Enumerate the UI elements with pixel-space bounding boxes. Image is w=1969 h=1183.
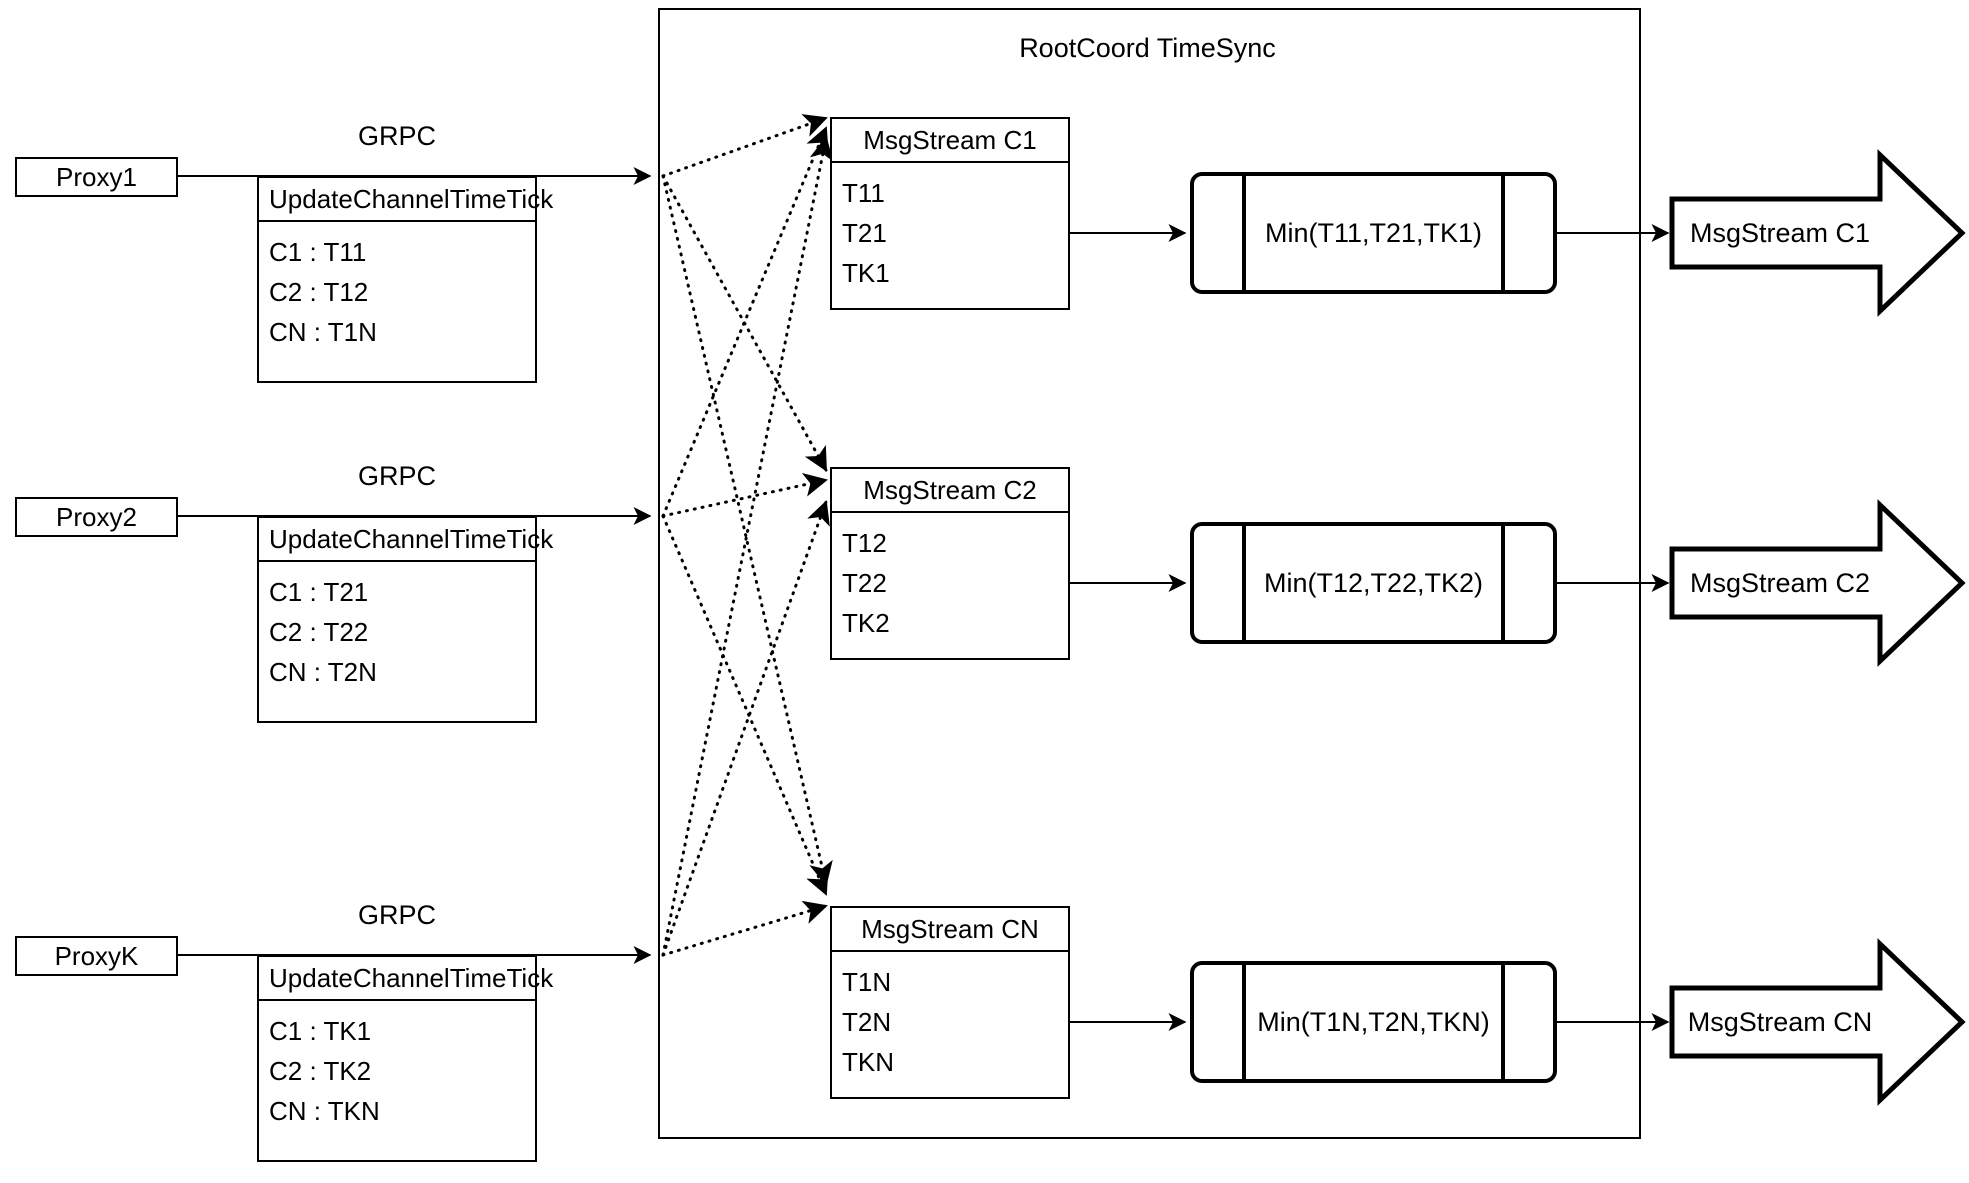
min-process-cn: Min(T1N,T2N,TKN) [1190, 961, 1557, 1083]
update-channel-timetick-rows-1: C1 : T11 C2 : T12 CN : T1N [259, 222, 535, 381]
proxy-box-2[interactable]: Proxy2 [15, 497, 178, 537]
proxy-label: ProxyK [54, 941, 139, 971]
process-right-bar [1501, 965, 1505, 1079]
grpc-label-1: GRPC [357, 120, 436, 151]
msgstream-header-c2: MsgStream C2 [832, 469, 1068, 513]
block-arrow-output-c2 [1669, 499, 1966, 667]
update-channel-timetick-header-2: UpdateChannelTimeTick [259, 518, 553, 562]
msgstream-row: T11 [842, 178, 885, 208]
update-channel-timetick-header-k: UpdateChannelTimeTick [259, 957, 553, 1001]
edge-p2-to-stream-c1 [661, 126, 829, 518]
proxy-label: Proxy1 [56, 162, 137, 192]
edge-p2-to-stream-cn [661, 514, 829, 896]
min-process-label-cn: Min(T1N,T2N,TKN) [1257, 1006, 1490, 1037]
process-right-bar [1501, 176, 1505, 290]
update-channel-timetick-rows-k: C1 : TK1 C2 : TK2 CN : TKN [259, 1001, 535, 1160]
msgstream-box-cn: MsgStream CN T1N T2N TKN [830, 906, 1070, 1099]
block-arrow-output-c1 [1669, 149, 1966, 317]
msgstream-row: TKN [842, 1047, 894, 1077]
timetick-row: CN : T1N [269, 317, 377, 347]
msgstream-box-c2: MsgStream C2 T12 T22 TK2 [830, 467, 1070, 660]
min-process-label-c2: Min(T12,T22,TK2) [1263, 567, 1484, 598]
update-channel-timetick-box-k: UpdateChannelTimeTick C1 : TK1 C2 : TK2 … [257, 955, 553, 1162]
min-process-label-c1: Min(T11,T21,TK1) [1264, 217, 1483, 248]
process-right-bar [1501, 526, 1505, 640]
edge-p1-to-stream-cn [661, 174, 833, 886]
msgstream-row: TK2 [842, 608, 890, 638]
update-channel-timetick-box-1: UpdateChannelTimeTick C1 : T11 C2 : T12 … [257, 176, 553, 383]
min-process-c2: Min(T12,T22,TK2) [1190, 522, 1557, 644]
process-left-bar [1242, 526, 1246, 640]
update-channel-timetick-box-2: UpdateChannelTimeTick C1 : T21 C2 : T22 … [257, 516, 553, 723]
block-arrow-output-cn [1669, 938, 1966, 1106]
timetick-row: C2 : T12 [269, 277, 369, 307]
timetick-row: C1 : TK1 [269, 1016, 372, 1046]
msgstream-row: T12 [842, 528, 887, 558]
edge-pk-to-stream-c1 [661, 136, 834, 957]
msgstream-header-c1: MsgStream C1 [832, 119, 1068, 163]
proxy-label: Proxy2 [56, 502, 137, 532]
grpc-label-k: GRPC [357, 899, 436, 930]
msgstream-header-cn: MsgStream CN [832, 908, 1068, 952]
timetick-row: C1 : T11 [269, 237, 367, 267]
edge-p1-to-stream-c1 [661, 114, 828, 178]
timetick-row: CN : T2N [269, 657, 377, 687]
timetick-row: C2 : TK2 [269, 1056, 372, 1086]
msgstream-row: TK1 [842, 258, 890, 288]
msgstream-row: T2N [842, 1007, 892, 1037]
update-channel-timetick-header-1: UpdateChannelTimeTick [259, 178, 553, 222]
msgstream-rows-c2: T12 T22 TK2 [832, 513, 1068, 658]
min-process-c1: Min(T11,T21,TK1) [1190, 172, 1557, 294]
timetick-row: C2 : T22 [269, 617, 369, 647]
edge-pk-to-stream-c2 [661, 500, 830, 957]
proxy-box-k[interactable]: ProxyK [15, 936, 178, 976]
msgstream-box-c1: MsgStream C1 T11 T21 TK1 [830, 117, 1070, 310]
proxy-box-1[interactable]: Proxy1 [15, 157, 178, 197]
msgstream-rows-c1: T11 T21 TK1 [832, 163, 1068, 308]
msgstream-row: T21 [842, 218, 887, 248]
rootcoord-timesync-title: RootCoord TimeSync [1019, 33, 1276, 63]
rootcoord-timesync-container [658, 8, 1641, 1139]
update-channel-timetick-rows-2: C1 : T21 C2 : T22 CN : T2N [259, 562, 535, 721]
process-left-bar [1242, 965, 1246, 1079]
msgstream-row: T22 [842, 568, 887, 598]
grpc-label-2: GRPC [357, 460, 436, 491]
msgstream-row: T1N [842, 967, 892, 997]
timetick-row: CN : TKN [269, 1096, 380, 1126]
process-left-bar [1242, 176, 1246, 290]
msgstream-rows-cn: T1N T2N TKN [832, 952, 1068, 1097]
timetick-row: C1 : T21 [269, 577, 369, 607]
